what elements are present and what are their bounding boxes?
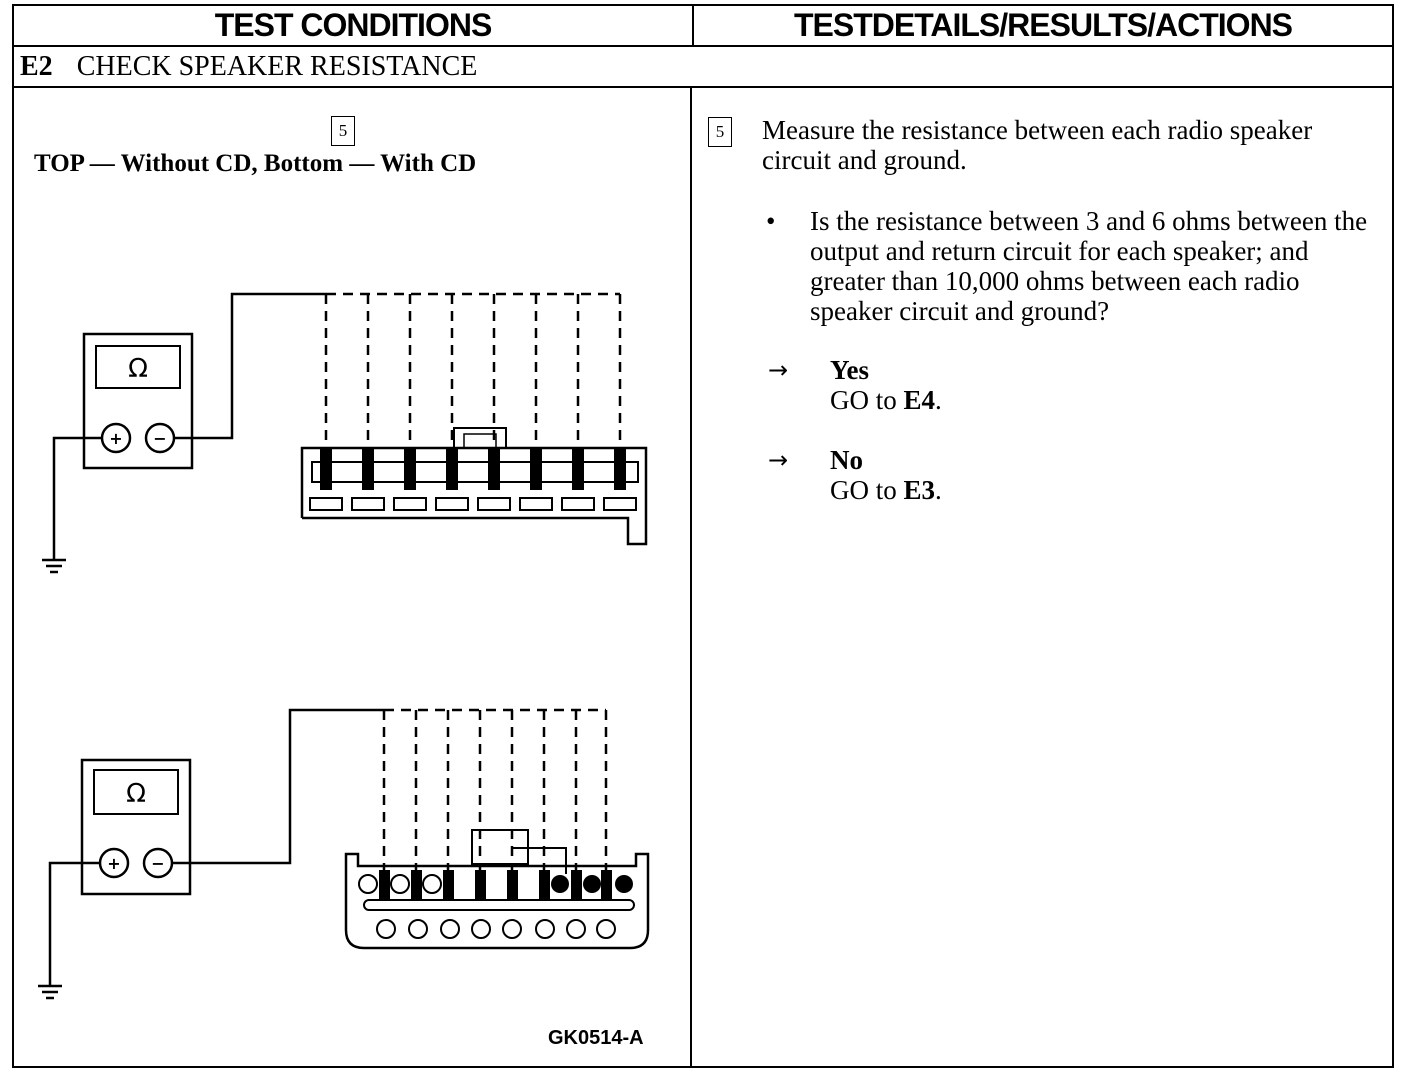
ohmmeter-top-display: [95, 345, 181, 389]
instruction-text: Measure the resistance between each radi…: [762, 115, 1313, 175]
test-details-header: TESTDETAILS/RESULTS/ACTIONS: [793, 7, 1293, 43]
yes-answer: Yes GO to E4.: [830, 355, 942, 415]
connector-top: [300, 446, 648, 546]
bullet-dot: •: [766, 206, 776, 236]
section-divider: [12, 86, 1394, 88]
header-column-divider: [692, 4, 694, 46]
no-answer: No GO to E3.: [830, 445, 942, 505]
ohm-symbol-top: Ω: [128, 354, 148, 384]
plus-label-top: +: [109, 429, 122, 448]
no-go-text: GO to: [830, 475, 897, 505]
yes-go-text: GO to: [830, 385, 897, 415]
yes-target: E4: [903, 385, 936, 415]
no-label: No: [830, 445, 863, 475]
page-frame: [12, 4, 1394, 1068]
body-column-divider: [690, 87, 692, 1068]
section-id: E2: [20, 51, 53, 82]
diagram-caption: TOP — Without CD, Bottom — With CD: [34, 150, 477, 177]
yes-arrow-icon: →: [768, 356, 789, 384]
ohmmeter-bottom-display: [93, 769, 179, 815]
section-name: CHECK SPEAKER RESISTANCE: [76, 51, 478, 82]
left-step-number: 5: [331, 116, 355, 146]
ohmmeter-bottom: [80, 758, 192, 896]
minus-label-bottom: −: [151, 854, 164, 873]
question-text: Is the resistance between 3 and 6 ohms b…: [810, 206, 1368, 326]
no-period: .: [935, 475, 942, 505]
figure-id: GK0514-A: [548, 1027, 644, 1049]
yes-label: Yes: [830, 355, 869, 385]
speaker-resistance-diagram: Ω + − Ω + −: [38, 292, 650, 1000]
ohm-symbol-bottom: Ω: [126, 779, 146, 809]
plus-label-bottom: +: [107, 854, 120, 873]
test-conditions-header: TEST CONDITIONS: [214, 7, 493, 43]
section-title: E2 CHECK SPEAKER RESISTANCE: [20, 48, 477, 86]
no-arrow-icon: →: [768, 446, 789, 474]
header-divider: [12, 45, 1394, 47]
right-step-number: 5: [708, 117, 732, 147]
yes-period: .: [935, 385, 942, 415]
minus-label-top: −: [153, 429, 166, 448]
connector-bottom: [344, 852, 650, 950]
ohmmeter-top: [82, 332, 194, 470]
no-target: E3: [903, 475, 936, 505]
